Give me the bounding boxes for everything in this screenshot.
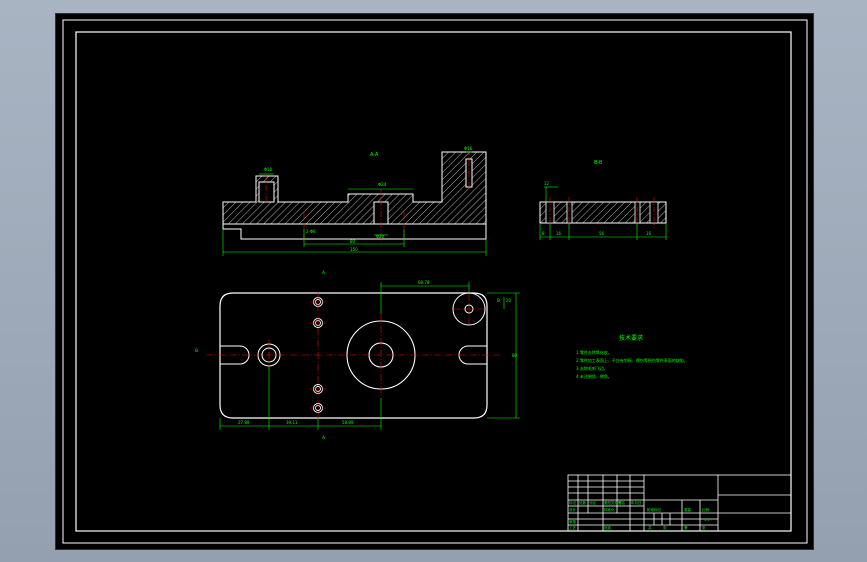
section-aa-label: A-A: [370, 152, 379, 158]
front-dim-1: Φ10: [264, 167, 273, 172]
plan-dim-2: 20: [506, 298, 512, 303]
cad-viewport[interactable]: A-A Φ10: [55, 13, 814, 550]
svg-text:批准: 批准: [604, 525, 612, 530]
section-mark-a-top: A: [322, 270, 326, 276]
svg-text:处数: 处数: [579, 500, 587, 505]
notes-line-4: 4.未注倒角，倒角。: [576, 373, 612, 379]
side-dim-5: 16: [646, 231, 652, 236]
notes-line-1: 1.零件去除氧化皮。: [576, 349, 612, 355]
front-section-lower: [222, 224, 487, 240]
technical-notes[interactable]: 技术要求 1.零件去除氧化皮。 2.零件加工表面上，不应有划痕、擦伤等损伤零件表…: [576, 334, 688, 379]
front-dim-4: Φ20: [376, 234, 385, 239]
side-dim-2: 8: [542, 231, 545, 236]
svg-text:共: 共: [648, 525, 652, 530]
title-block[interactable]: 标记 处数 分区 更改文件号 签名 年月日 设计 标准化 阶段标记 重量 比例 …: [567, 474, 792, 532]
svg-text:阶段标记: 阶段标记: [647, 507, 661, 512]
plan-outline: [219, 292, 488, 419]
plan-dim-1: 68.78: [418, 280, 430, 285]
front-dimensions: [222, 151, 487, 256]
side-section-view[interactable]: B-B 12 8 16: [539, 160, 667, 240]
section-mark-b-right: B: [497, 298, 500, 304]
svg-text:重量: 重量: [684, 507, 692, 512]
side-hole-2: [566, 201, 573, 224]
inner-frame: [75, 31, 792, 532]
plan-dim-6: 58.89: [342, 420, 354, 425]
front-dim-6: 80: [350, 239, 356, 244]
svg-text:工艺: 工艺: [569, 525, 577, 530]
svg-text:分区: 分区: [589, 500, 597, 505]
notes-title: 技术要求: [619, 334, 643, 342]
front-dim-5: 2-Φ8: [306, 229, 316, 234]
side-dim-1: 12: [544, 181, 550, 186]
svg-text:签名: 签名: [618, 500, 625, 505]
front-dim-3: Φ16: [464, 146, 473, 151]
plan-dimensions: [219, 282, 520, 430]
svg-text:更改文件号: 更改文件号: [604, 500, 622, 505]
front-counterbore-left: [258, 181, 275, 203]
front-dim-2: Φ24: [378, 182, 387, 187]
section-bb-label: B-B: [594, 160, 603, 166]
plan-centerlines: [206, 292, 500, 419]
svg-text:年月日: 年月日: [631, 500, 642, 505]
svg-text:张: 张: [702, 525, 706, 530]
title-block-grid: [567, 474, 792, 532]
title-block-text: 标记 处数 分区 更改文件号 签名 年月日 设计 标准化 阶段标记 重量 比例 …: [569, 500, 710, 530]
svg-text:设计: 设计: [569, 507, 577, 512]
front-section-hatch: [222, 151, 487, 225]
side-hole-3: [634, 201, 641, 224]
front-section-view[interactable]: A-A Φ10: [222, 146, 487, 256]
plan-dim-3: 80: [512, 353, 518, 358]
section-mark-b-left: B: [195, 348, 198, 354]
side-section-hatch: [539, 201, 667, 224]
svg-text:标记: 标记: [569, 500, 577, 505]
front-dim-7: 150: [350, 247, 358, 252]
svg-text:审核: 审核: [569, 519, 577, 524]
outer-frame: [62, 19, 808, 544]
svg-text:1:1: 1:1: [704, 518, 710, 522]
side-dim-4: 56: [599, 231, 605, 236]
svg-text:第: 第: [684, 525, 688, 530]
section-mark-a-bottom: A: [322, 435, 326, 441]
side-dimensions: [539, 186, 667, 240]
plan-dim-4: 27.89: [238, 420, 250, 425]
notes-line-2: 2.零件加工表面上，不应有划痕、擦伤等损伤零件表面的缺陷。: [576, 357, 688, 363]
cad-drawing: A-A Φ10: [62, 19, 808, 544]
svg-text:比例: 比例: [702, 507, 710, 512]
svg-text:张: 张: [663, 525, 667, 530]
plan-view[interactable]: A A B B 68.78 20 80 27.89: [195, 270, 520, 441]
notes-line-3: 3.去除毛刺飞边。: [576, 365, 608, 371]
svg-text:标准化: 标准化: [604, 507, 615, 512]
side-dim-3: 16: [556, 231, 562, 236]
plan-dim-5: 39.11: [286, 420, 298, 425]
